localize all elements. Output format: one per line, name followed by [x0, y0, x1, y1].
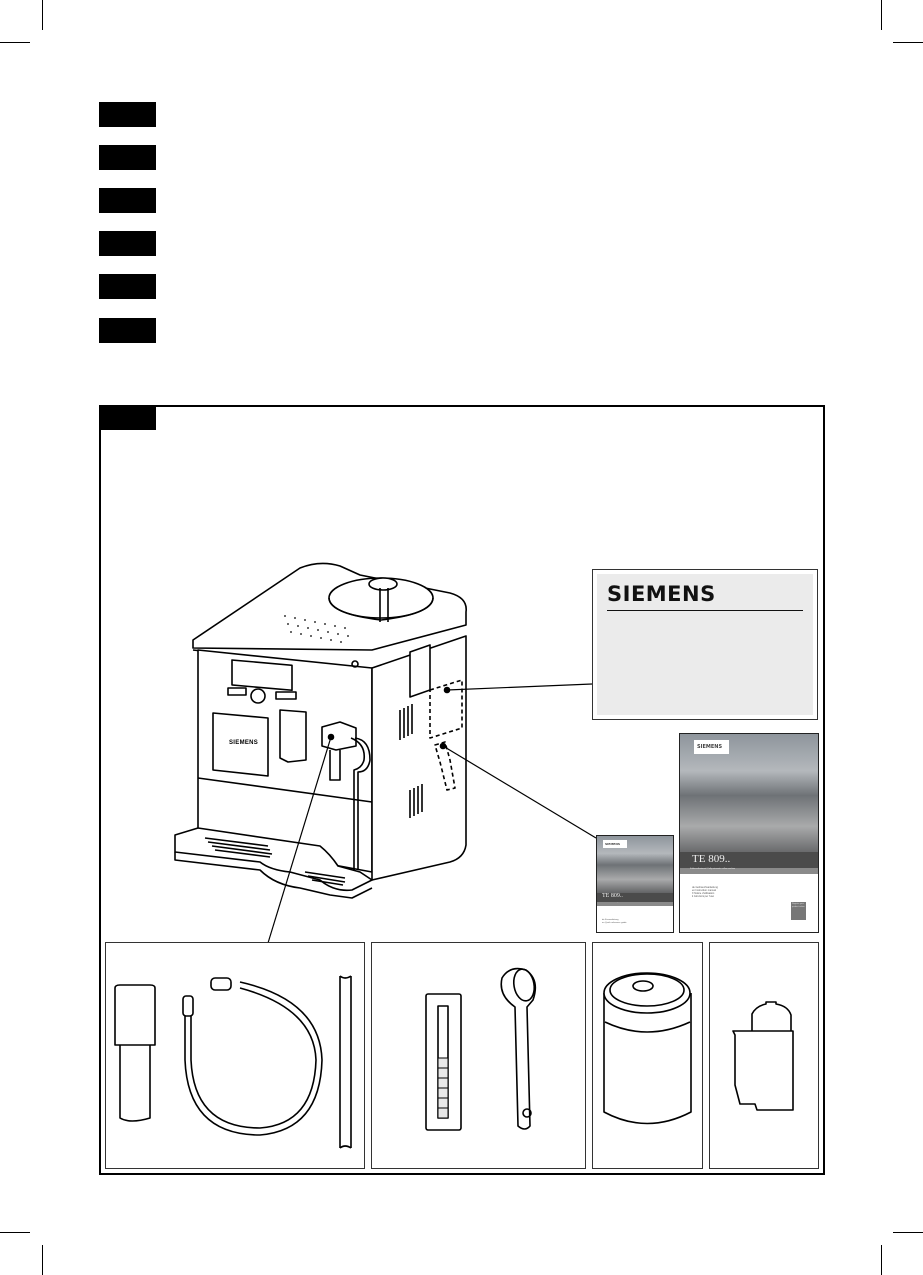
crop-mark-bottom-left-h: [0, 1232, 30, 1233]
water-hardness-test-strip-icon: [425, 993, 462, 1131]
type-plate-rule: [607, 610, 803, 611]
guide-model: TE 809..: [602, 893, 623, 899]
language-marker-2: [99, 145, 156, 170]
manual-cover-photo: [680, 734, 818, 857]
measuring-spoon-icon: [500, 967, 537, 1130]
crop-mark-bottom-right-v: [881, 1245, 882, 1275]
guide-brand: SIEMENS: [603, 840, 627, 848]
accessory-box-water-filter: [709, 942, 819, 1169]
stainless-steel-tube-icon: [339, 975, 352, 1149]
language-marker-1: [99, 102, 156, 127]
language-marker-3: [99, 188, 156, 213]
language-marker-6: [99, 318, 156, 343]
crop-mark-bottom-left-v: [42, 1245, 43, 1275]
manual-model-band: TE 809..: [680, 852, 818, 868]
water-filter-icon: [732, 1001, 794, 1111]
instruction-manual-cover: SIEMENS TE 809.. Kaffeevollautomat / Ful…: [679, 733, 819, 933]
accessory-box-test-strip-spoon: [371, 942, 586, 1169]
crop-mark-top-right-v: [881, 0, 882, 30]
language-marker-5: [99, 274, 156, 299]
milk-container-icon: [603, 972, 692, 1125]
crop-mark-bottom-right-h: [893, 1232, 923, 1233]
milk-tube-icon: [182, 977, 323, 1136]
manual-subtitle-band: Kaffeevollautomat / Fully automatic coff…: [680, 868, 818, 874]
guide-language-list: de Kurzanleitung en Quick reference guid…: [602, 919, 627, 924]
manual-language-list: de Gebrauchsanleitung en Instruction man…: [692, 886, 718, 898]
quick-reference-guide-cover: SIEMENS TE 809.. Kaffeevollautomat / Ful…: [596, 835, 674, 933]
figure-marker: [99, 405, 156, 430]
milk-connector-icon: [114, 984, 156, 1122]
machine-brand-label: SIEMENS: [229, 740, 259, 746]
type-plate-brand: SIEMENS: [607, 582, 716, 606]
guide-model-band: TE 809..: [597, 893, 673, 902]
language-marker-4: [99, 231, 156, 256]
manual-model: TE 809..: [692, 853, 731, 865]
manual-register-badge: Register your product online: [791, 902, 806, 920]
crop-mark-top-left-h: [0, 42, 30, 43]
guide-subtitle-band: Kaffeevollautomat / Fully automatic coff…: [597, 902, 673, 906]
type-plate-card: SIEMENS: [592, 569, 818, 720]
manual-brand: SIEMENS: [694, 740, 729, 754]
crop-mark-top-right-h: [893, 42, 923, 43]
figure-frame: [99, 405, 825, 1175]
crop-mark-top-left-v: [42, 0, 43, 30]
